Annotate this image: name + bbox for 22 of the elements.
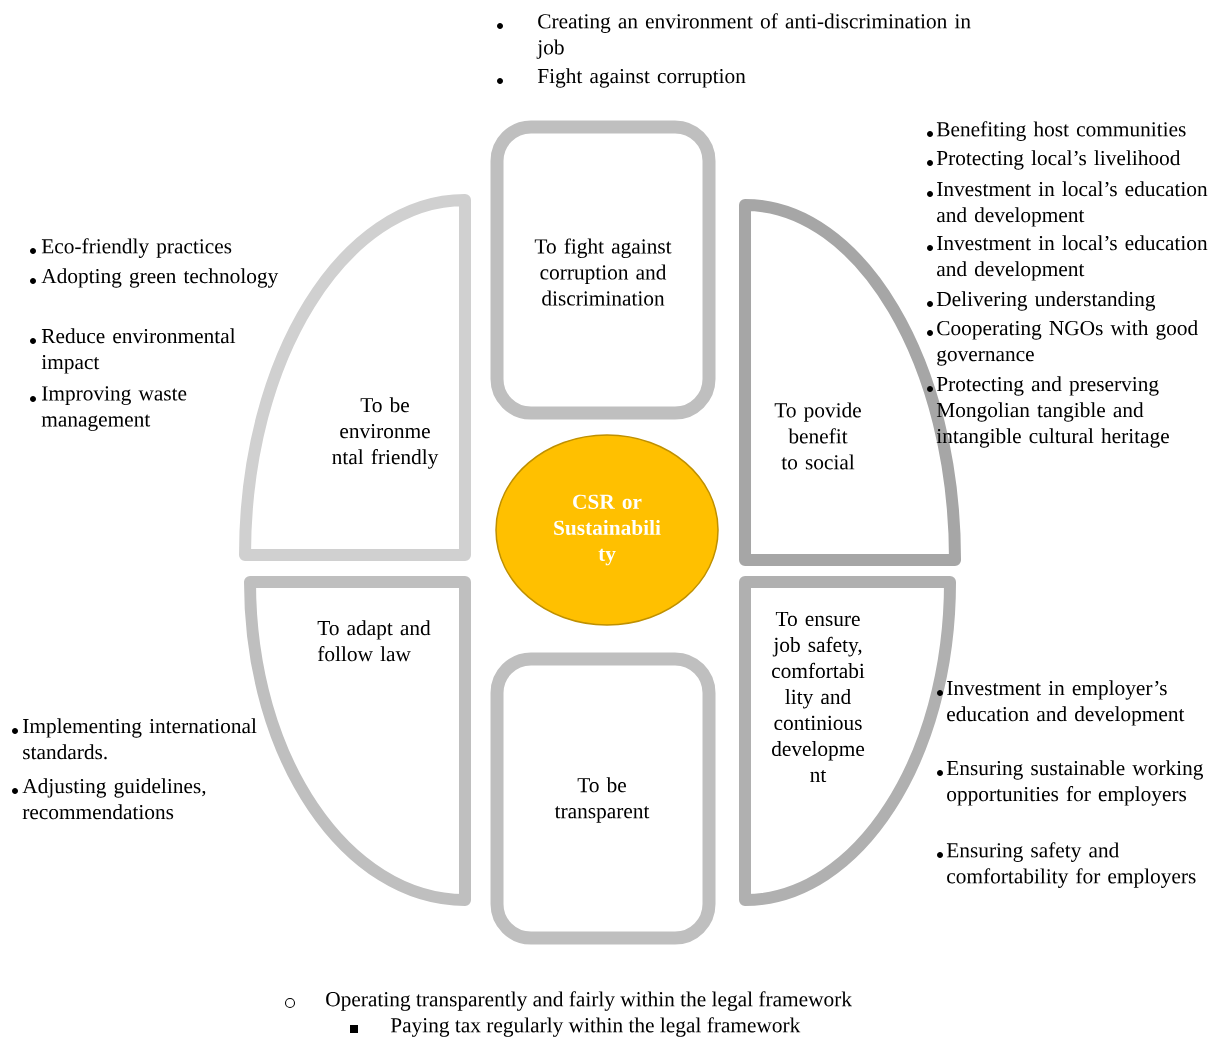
list-item: Adopting green technology	[41, 268, 279, 288]
list-item: Ensuring sustainable working opportunities for employers	[946, 760, 1204, 806]
list-item: Benefiting host communities	[936, 121, 1186, 141]
list-item: Reduce environmental impact	[41, 328, 236, 374]
list-item: Operating transparently and fairly within the legal framework	[326, 991, 852, 1011]
list-item: Cooperating NGOs with good governance	[937, 320, 1198, 366]
list-item: Investment in employer’s education and development	[947, 680, 1185, 726]
rounded-box: To fight against corruption and discrimination	[490, 120, 716, 420]
rounded-box: To be transparent	[490, 652, 716, 945]
list-item: Protecting and preserving Mongolian tangible and intangible cultural heritage	[936, 376, 1169, 448]
list-item: Investment in local’s education and development	[937, 181, 1208, 227]
list-item: Investment in local’s education and development	[937, 235, 1208, 281]
list-item: Protecting local’s livelihood	[936, 150, 1181, 170]
list-item: Adjusting guidelines, recommendations	[22, 778, 206, 820]
list-item: Fight against corruption	[537, 68, 746, 88]
list-item: Paying tax regularly within the legal framework	[390, 1017, 801, 1037]
list-item: Delivering understanding	[936, 291, 1156, 311]
list-item: Implementing international standards.	[23, 718, 257, 760]
list-item: Improving waste management	[41, 386, 187, 431]
list-item: Creating an environment of anti-discrimination in job	[536, 13, 971, 59]
list-item: Eco-friendly practices	[41, 238, 232, 258]
list-item: Ensuring safety and comfortability for employers	[946, 842, 1196, 888]
